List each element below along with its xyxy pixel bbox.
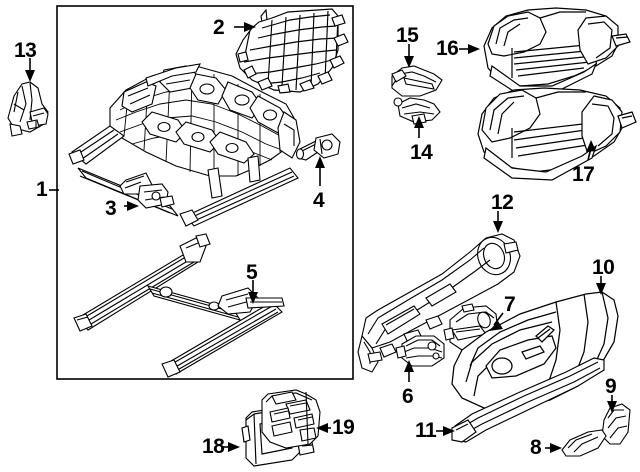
callout-8: 8: [530, 436, 542, 459]
callout-13: 13: [14, 39, 37, 62]
callout-16: 16: [436, 37, 459, 60]
part-5-seat-track-rails: [73, 233, 285, 378]
part-2-cushion-spring-mat: [235, 8, 349, 94]
callout-5: 5: [246, 261, 258, 284]
callout-4: 4: [313, 189, 325, 212]
callout-10: 10: [592, 256, 615, 279]
part-6-recliner-switch: [395, 335, 445, 367]
callout-15: 15: [396, 24, 419, 47]
callout-3: 3: [105, 197, 117, 220]
part-16-seat-cushion-pad: [483, 7, 631, 95]
part-11-lower-trim-finisher: [451, 357, 605, 443]
leader-lines: [25, 22, 617, 453]
callout-6: 6: [402, 385, 414, 408]
part-12-side-trim-carrier: [357, 233, 521, 373]
callout-14: 14: [410, 141, 433, 164]
callout-1: 1: [36, 178, 48, 201]
callout-19: 19: [332, 416, 355, 439]
callout-11: 11: [415, 419, 437, 442]
callout-17: 17: [572, 163, 595, 186]
part-3-adjuster-motor: [119, 172, 175, 209]
callout-12: 12: [491, 191, 514, 214]
part-7-seat-adjust-switch: [443, 303, 499, 351]
part-4-height-motor: [295, 133, 341, 161]
part-14-adjuster-handle: [393, 97, 441, 125]
part-19-module-bracket: [261, 389, 321, 449]
callout-9: 9: [605, 375, 617, 398]
callout-7: 7: [504, 293, 516, 316]
callout-2: 2: [213, 16, 225, 39]
callout-18: 18: [202, 435, 225, 458]
group-box-item-1: [56, 5, 354, 380]
part-13-hinge-corner-bracket: [7, 81, 49, 137]
part-17-cushion-cover-pan: [477, 87, 637, 181]
part-9-end-cap: [601, 403, 631, 445]
part-8-bolt-cover-cap: [561, 429, 607, 457]
part-15-belt-guide-trim: [391, 65, 443, 97]
